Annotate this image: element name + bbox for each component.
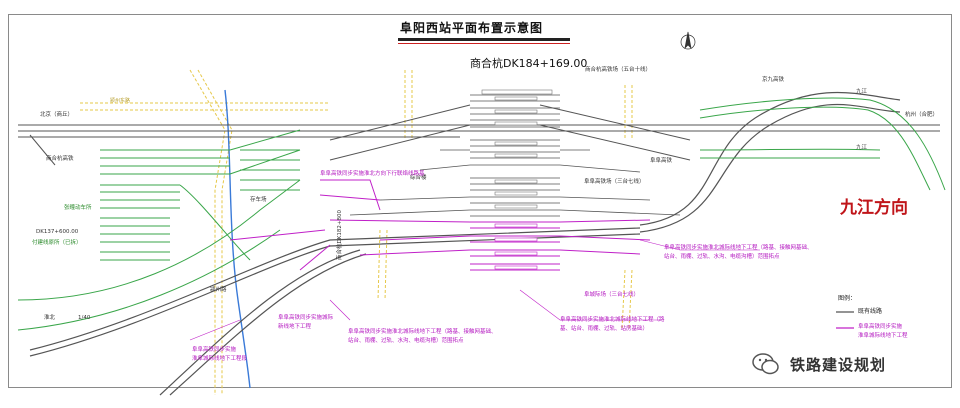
label-yingzhou: 颍州路 <box>210 287 227 293</box>
label-jiujiang-top: 九江 <box>856 89 868 95</box>
river <box>224 89 251 389</box>
magenta-platforms <box>494 223 538 270</box>
center-mileage: 商合杭DK184+169.00 <box>470 57 588 70</box>
jiujiang-direction-label: 九江方向 <box>840 198 908 218</box>
label-yard-top: 商合杭高铁场（五台十线） <box>585 67 652 73</box>
diagram-title: 阜阳西站平面布置示意图 <box>400 21 544 35</box>
legend-existing-label: 既有线路 <box>858 308 883 315</box>
label-huaibei: 淮北 <box>44 315 56 321</box>
curve-lines <box>29 91 901 396</box>
note-f-line2: 淮阜城际线地下工程段 <box>192 356 248 362</box>
note-c-line1: 阜阜高铁同步实施城际 <box>278 315 334 321</box>
label-beijing: 北京（商丘） <box>40 112 74 118</box>
roads <box>80 69 633 395</box>
note-c-line2: 新线地下工程 <box>278 324 312 330</box>
label-old-depot: 付建线原所（已拆） <box>32 240 82 246</box>
watermark-text: 铁路建设规划 <box>790 356 887 374</box>
label-depot: 张疃动车所 <box>64 205 92 211</box>
note-e-line2: 基、站台、雨棚、过轨、站房基础） <box>560 326 649 332</box>
note-b-line1: 阜阜高铁同步实施淮北城际线地下工程（路基、接触网基础、 <box>664 245 813 251</box>
note-d-line2: 站台、雨棚、过轨、水沟、电缆沟槽）范围拓点 <box>348 338 464 344</box>
existing-mainlines <box>18 104 940 166</box>
label-jiujiang-mid: 九江 <box>856 145 868 151</box>
label-fufu-link: 阜阜高铁 <box>650 158 673 164</box>
legend-sync-label-2: 淮阜城际线地下工程 <box>858 333 908 339</box>
label-slope: 1/40 <box>78 315 91 321</box>
note-e-line1: 阜阜高铁同步实施淮北城际线地下工程（路 <box>560 317 665 323</box>
label-jingjiu: 京九高铁 <box>762 77 785 83</box>
title-underline <box>398 38 570 41</box>
leader-lines <box>189 239 760 341</box>
note-a: 阜阜高铁同步实施淮北方向下行联络线路基 <box>320 171 425 177</box>
legend-sync-label-1: 阜阜高铁同步实施 <box>858 324 903 330</box>
green-lines <box>17 97 946 331</box>
diagram-frame <box>8 14 952 388</box>
label-ring-yard: 阜城际场（三台七线） <box>584 292 640 298</box>
label-dk137: DK137+600.00 <box>36 229 79 235</box>
station-tracks <box>349 94 681 217</box>
magenta-lines <box>229 179 651 271</box>
label-road-top: 颍州东路 <box>110 98 131 104</box>
note-d-line1: 阜阜高铁同步实施淮北城际线地下工程（路基、接触网基础、 <box>348 329 497 335</box>
label-fufu-yard: 阜阜高铁场（三台七线） <box>584 179 645 185</box>
title-underline-red <box>398 43 570 44</box>
compass-icon <box>680 31 696 50</box>
legend-title: 图例： <box>838 295 857 302</box>
label-bridge-dk: 商合杭DK182+800 <box>337 210 343 260</box>
label-zonghe: 综合楼 <box>410 175 427 181</box>
note-f-line1: 阜阜高铁同步实施 <box>192 347 237 353</box>
label-hangzhou: 杭州（合肥） <box>905 112 939 118</box>
label-cunche: 存车场 <box>250 197 267 203</box>
platforms <box>481 89 553 209</box>
wechat-icon <box>752 353 779 375</box>
note-b-line2: 站台、雨棚、过轨、水沟、电缆沟槽）范围拓点 <box>664 254 780 260</box>
label-shanghehang-line: 商合杭高铁 <box>46 156 74 162</box>
